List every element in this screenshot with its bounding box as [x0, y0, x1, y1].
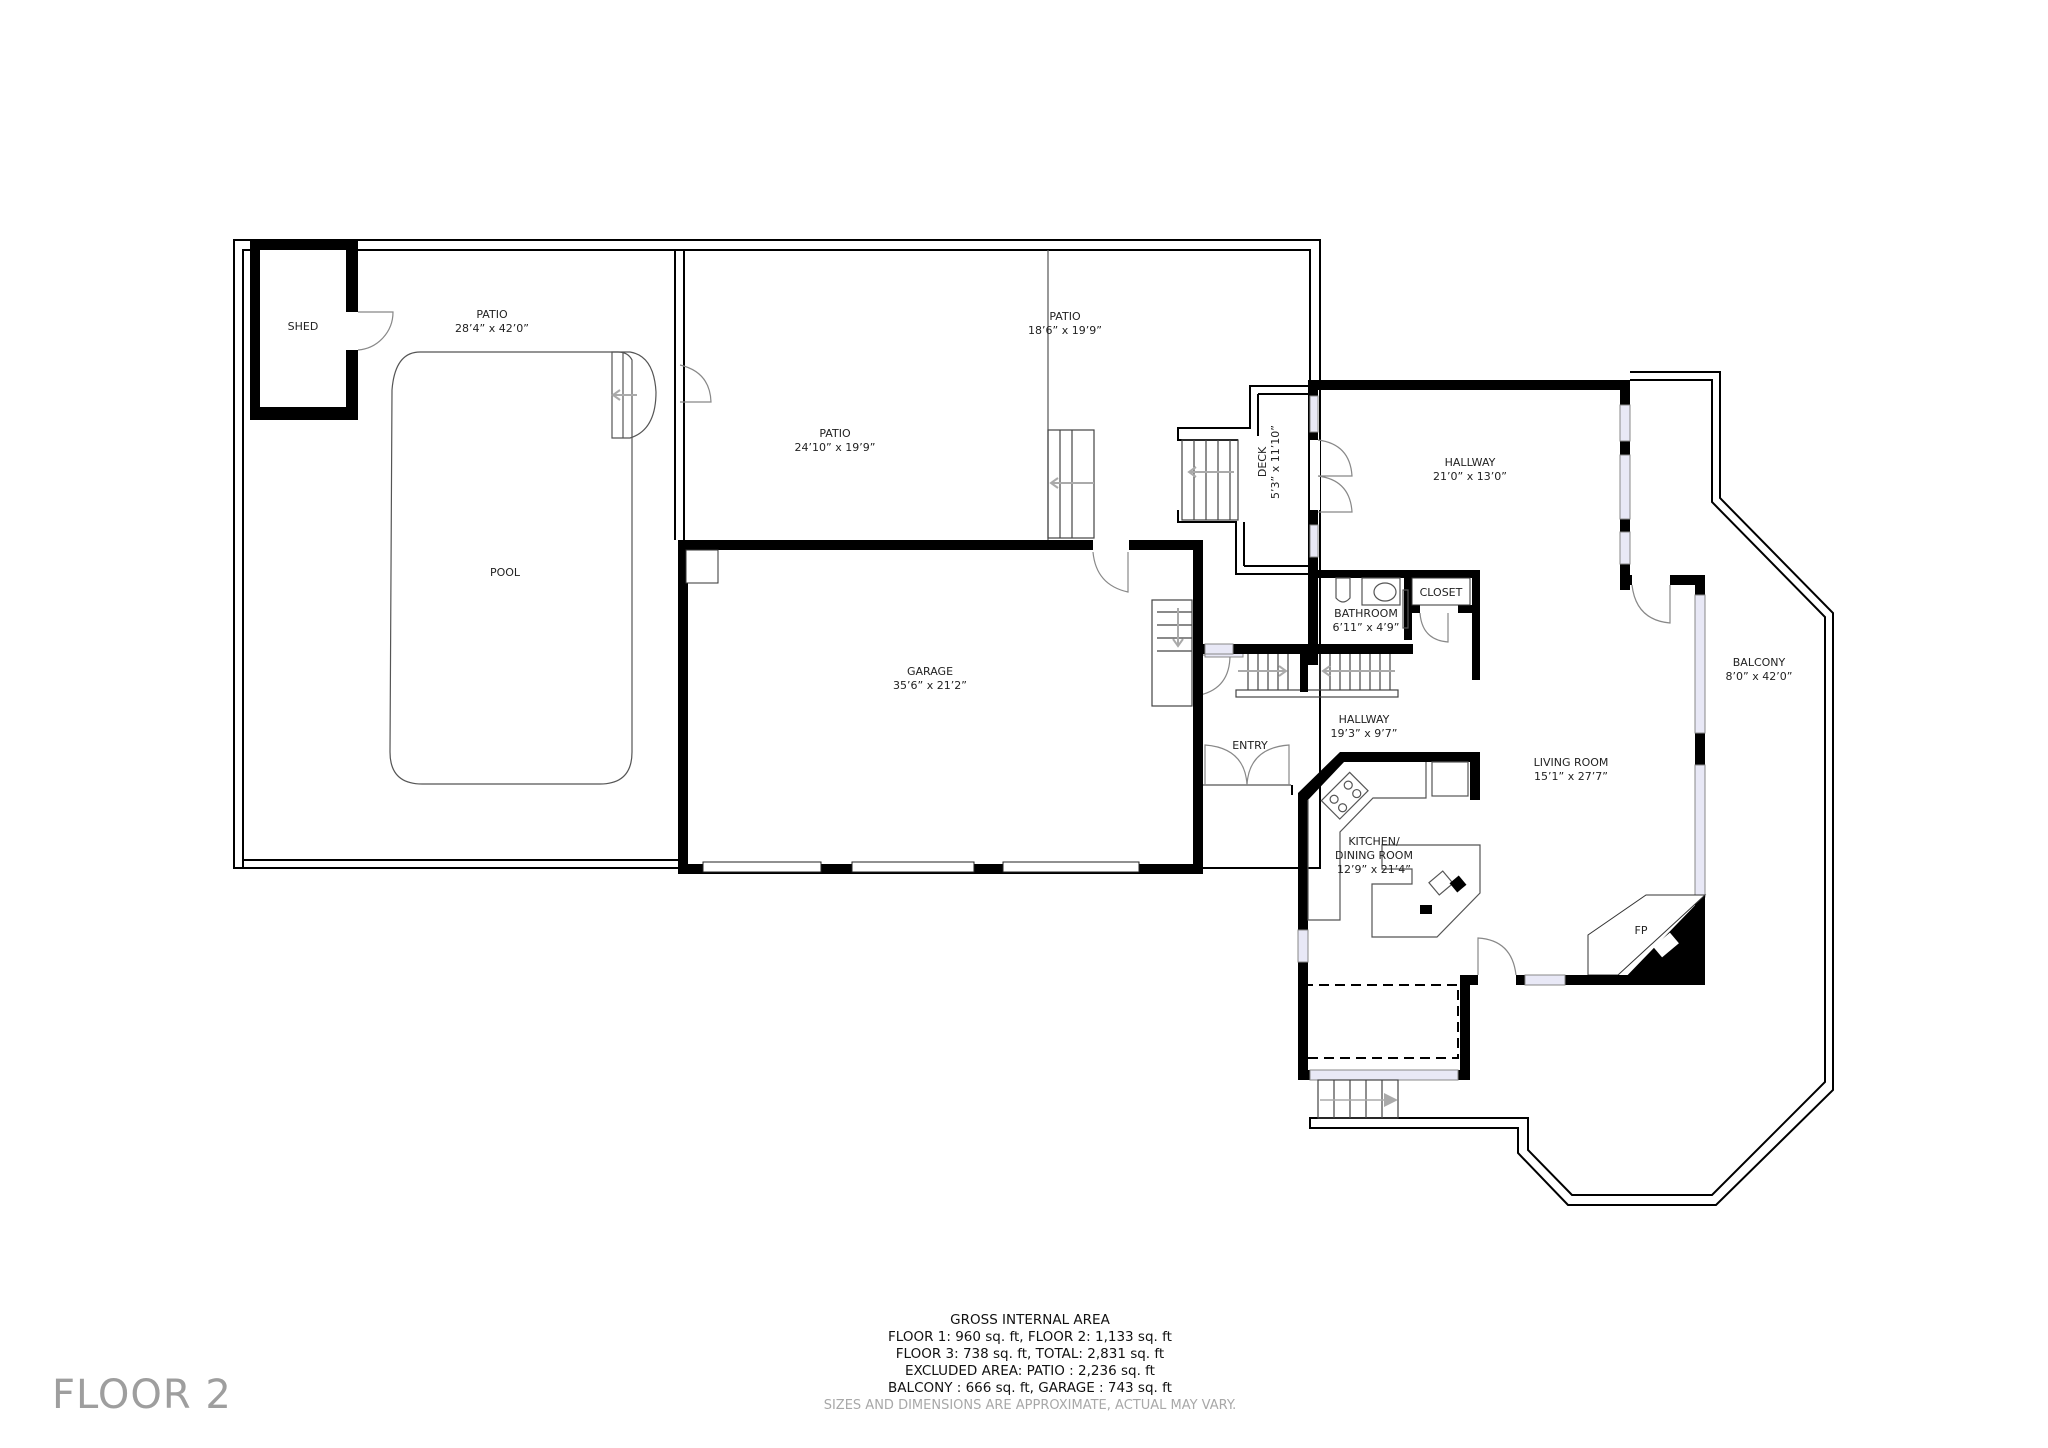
label-deck: DECK	[1256, 446, 1269, 477]
label-shed: SHED	[288, 320, 319, 333]
label-patio-pool: PATIO	[476, 308, 508, 321]
shed	[250, 240, 394, 420]
label-living-room: LIVING ROOM	[1534, 756, 1609, 769]
pool	[389, 351, 657, 785]
label-hallway-upper: HALLWAY	[1445, 456, 1496, 469]
label-pool: POOL	[490, 566, 521, 579]
label-entry: ENTRY	[1232, 739, 1268, 752]
label-fireplace: FP	[1635, 924, 1648, 937]
dims-patio-right: 18’6” x 19’9”	[1028, 324, 1102, 337]
label-hallway-lower: HALLWAY	[1339, 713, 1390, 726]
dims-deck: 5’3” x 11’10”	[1269, 425, 1282, 499]
house-walls	[1193, 380, 1707, 1081]
label-patio-center: PATIO	[819, 427, 851, 440]
dims-patio-center: 24’10” x 19’9”	[795, 441, 876, 454]
dims-patio-pool: 28’4” x 42’0”	[455, 322, 529, 335]
label-patio-right: PATIO	[1049, 310, 1081, 323]
kitchen-fixtures	[1307, 761, 1481, 938]
area-summary-line3: EXCLUDED AREA: PATIO : 2,236 sq. ft	[905, 1363, 1155, 1379]
deck	[1177, 385, 1318, 575]
dims-hallway-upper: 21’0” x 13’0”	[1433, 470, 1507, 483]
label-kitchen-line1: KITCHEN/	[1348, 835, 1400, 848]
room-labels: SHED PATIO 28’4” x 42’0” POOL PATIO 24’1…	[288, 308, 1793, 937]
garage	[678, 540, 1244, 874]
label-kitchen-line2: DINING ROOM	[1335, 849, 1413, 862]
area-summary: GROSS INTERNAL AREA FLOOR 1: 960 sq. ft,…	[780, 1312, 1280, 1414]
dims-balcony: 8’0” x 42’0”	[1726, 670, 1793, 683]
label-bathroom: BATHROOM	[1334, 607, 1398, 620]
area-summary-disclaimer: SIZES AND DIMENSIONS ARE APPROXIMATE, AC…	[823, 1398, 1237, 1413]
dims-garage: 35’6” x 21’2”	[893, 679, 967, 692]
area-summary-line1: FLOOR 1: 960 sq. ft, FLOOR 2: 1,133 sq. …	[888, 1329, 1172, 1345]
interior-stairs	[1204, 643, 1399, 698]
dims-living-room: 15’1” x 27’7”	[1534, 770, 1608, 783]
area-summary-line2: FLOOR 3: 738 sq. ft, TOTAL: 2,831 sq. ft	[895, 1346, 1165, 1362]
area-summary-line4: BALCONY : 666 sq. ft, GARAGE : 743 sq. f…	[888, 1380, 1172, 1396]
dims-bathroom: 6’11” x 4’9”	[1333, 621, 1400, 634]
label-garage: GARAGE	[907, 665, 953, 678]
dims-hallway-lower: 19’3” x 9’7”	[1331, 727, 1398, 740]
area-summary-heading: GROSS INTERNAL AREA	[950, 1312, 1110, 1328]
balcony-outline	[1309, 371, 1834, 1206]
label-closet: CLOSET	[1420, 586, 1463, 599]
patio-stairs	[1047, 429, 1095, 539]
label-balcony: BALCONY	[1733, 656, 1786, 669]
dims-kitchen: 12’9” x 21’4”	[1337, 863, 1411, 876]
floor-title: FLOOR 2	[52, 1372, 232, 1418]
